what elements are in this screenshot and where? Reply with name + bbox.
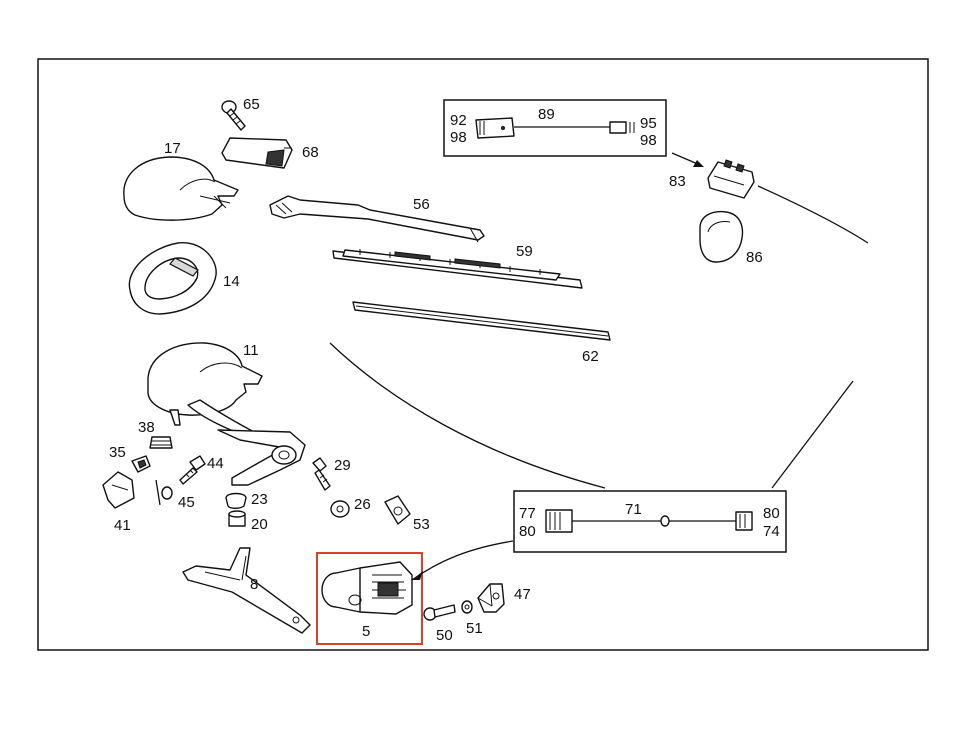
callout-56: 56 <box>413 196 430 213</box>
callout-44: 44 <box>207 455 224 472</box>
part-26-nut <box>330 500 350 518</box>
inset-top <box>443 99 667 157</box>
part-41-bracket <box>102 471 135 509</box>
callout-45: 45 <box>178 494 195 511</box>
callout-47: 47 <box>514 586 531 603</box>
callout-83: 83 <box>669 173 686 190</box>
part-51-washer <box>461 600 473 614</box>
callout-35: 35 <box>109 444 126 461</box>
part-44-bolt <box>179 455 206 485</box>
connector-arrowhead <box>412 571 423 580</box>
callout-53: 53 <box>413 516 430 533</box>
callout-59: 59 <box>516 243 533 260</box>
callout-68: 68 <box>302 144 319 161</box>
callout-86: 86 <box>746 249 763 266</box>
callout-20: 20 <box>251 516 268 533</box>
callout-5: 5 <box>362 623 370 640</box>
callout-62: 62 <box>582 348 599 365</box>
part-35-clip <box>131 455 151 473</box>
relay-arrowhead <box>693 160 704 167</box>
callout-17: 17 <box>164 140 181 157</box>
windscreen-contour <box>329 342 606 489</box>
part-38-grommet <box>149 436 173 449</box>
part-59-wiper-blade <box>332 249 583 289</box>
part-17-arm-cover <box>123 156 239 221</box>
windscreen-contour-top <box>757 185 869 244</box>
part-65-bolt <box>221 100 246 131</box>
part-47-bracket <box>477 583 505 613</box>
part-68-cap <box>221 137 293 169</box>
callout-50: 50 <box>436 627 453 644</box>
callout-23: 23 <box>251 491 268 508</box>
windscreen-contour-right <box>771 380 854 489</box>
callout-11: 11 <box>243 342 259 359</box>
inset-top-label-left-a: 92 <box>450 112 467 129</box>
part-62-refill <box>352 301 611 341</box>
callout-29: 29 <box>334 457 351 474</box>
callout-65: 65 <box>243 96 260 113</box>
inset-bottom-label-center: 71 <box>625 501 642 518</box>
inset-top-label-center: 89 <box>538 106 555 123</box>
part-8-linkage <box>182 547 311 634</box>
inset-top-label-left-b: 98 <box>450 129 467 146</box>
inset-top-label-right-b: 98 <box>640 132 657 149</box>
inset-bottom-label-right-b: 74 <box>763 523 780 540</box>
inset-bottom-label-left-a: 77 <box>519 505 536 522</box>
part-56-wiper-arm <box>269 195 485 243</box>
callout-51: 51 <box>466 620 483 637</box>
callout-8: 8 <box>250 576 258 593</box>
callout-41: 41 <box>114 517 131 534</box>
highlight-box <box>316 552 423 645</box>
part-29-bolt <box>312 457 331 491</box>
part-11-housing <box>147 342 306 486</box>
part-45-washer <box>155 479 173 506</box>
part-86-cover <box>699 210 744 263</box>
callout-26: 26 <box>354 496 371 513</box>
callout-14: 14 <box>223 273 240 290</box>
inset-top-label-right-a: 95 <box>640 115 657 132</box>
part-5-motor <box>316 552 423 645</box>
part-20-bush <box>228 510 246 527</box>
inset-bottom-label-right-a: 80 <box>763 505 780 522</box>
part-53-clip <box>384 495 411 525</box>
callout-38: 38 <box>138 419 155 436</box>
inset-bottom <box>513 490 787 553</box>
part-14-cover <box>128 242 217 315</box>
part-83-relay <box>707 159 755 199</box>
inset-bottom-label-left-b: 80 <box>519 523 536 540</box>
connector-arrow <box>411 540 514 581</box>
part-50-screw <box>423 604 456 621</box>
diagram-frame <box>37 58 929 651</box>
part-23-bush <box>225 492 247 509</box>
